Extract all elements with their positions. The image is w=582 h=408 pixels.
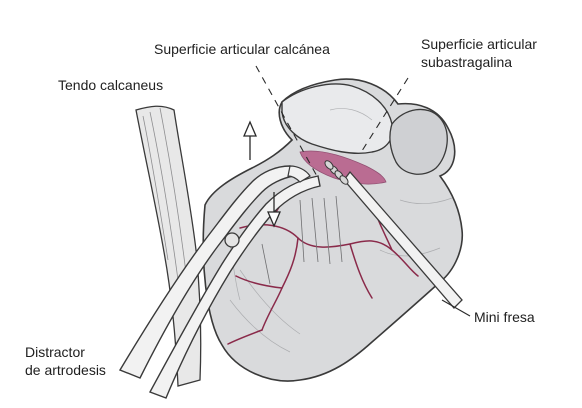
tendon-fibers [142, 107, 189, 291]
arthrodesis-distractor [118, 165, 321, 399]
label-superficie-articular-calcanea: Superficie articular calcánea [154, 41, 330, 57]
label-line-1: Distractor [25, 344, 85, 360]
label-line-1: Superficie articular [421, 36, 537, 52]
label-distractor-de-artrodesis: Distractor de artrodesis [25, 343, 106, 379]
label-tendo-calcaneus: Tendo calcaneus [58, 77, 164, 93]
label-superficie-articular-subastragalina: Superficie articular subastragalina [421, 35, 537, 71]
mini-burr [324, 160, 463, 309]
label-line-2: de artrodesis [25, 362, 106, 378]
distraction-arrows [243, 120, 281, 228]
trabecular-lines [261, 195, 343, 285]
leader-line-mini-fresa [441, 299, 471, 317]
label-line-2: subastragalina [421, 54, 513, 70]
label-mini-fresa: Mini fresa [474, 309, 535, 325]
tendo-calcaneus-tendon [135, 105, 202, 387]
posterior-facet [389, 108, 448, 175]
leader-lines [255, 65, 409, 179]
talus-dome [281, 83, 394, 154]
articular-surface-highlight [299, 150, 387, 185]
